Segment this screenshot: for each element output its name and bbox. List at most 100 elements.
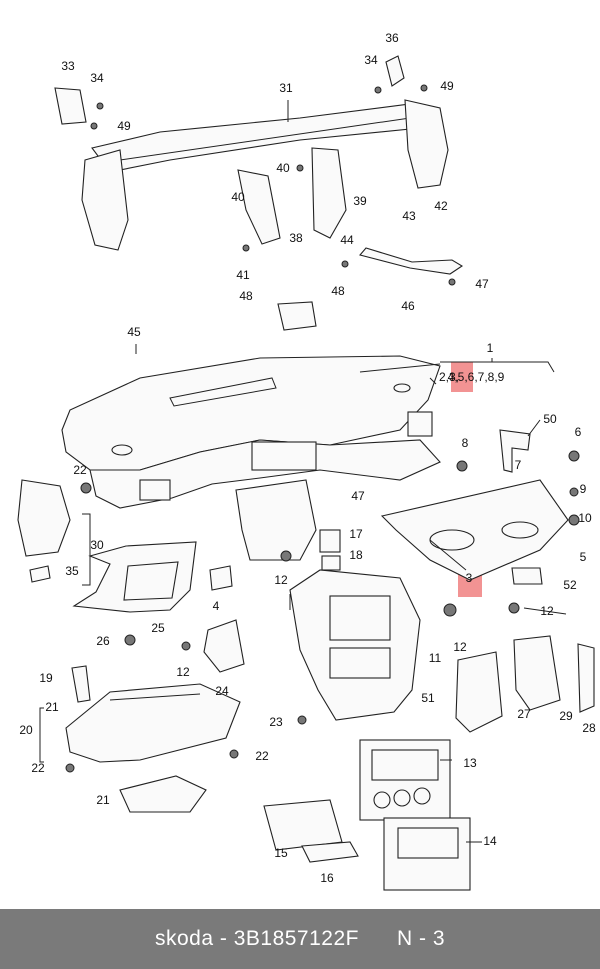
callout-label: 41 <box>236 268 250 282</box>
callout-label: 25 <box>151 621 165 635</box>
callout-label: 27 <box>517 707 531 721</box>
callout-label: 33 <box>61 59 75 73</box>
vent-15 <box>263 799 343 851</box>
side-panel-30 <box>17 479 71 557</box>
callout-label: 52 <box>563 578 577 592</box>
dashboard-assembly <box>61 355 441 561</box>
callout-label: 22 <box>73 463 87 477</box>
callout-label: 18 <box>349 548 363 562</box>
callout-label: 11 <box>429 651 442 665</box>
callout-label: 19 <box>39 671 53 685</box>
callout-label: 16 <box>320 871 334 885</box>
glove-box-assembly <box>380 429 595 733</box>
center-console-parts <box>263 529 471 891</box>
callout-label: 42 <box>434 199 448 213</box>
callout-label: 8 <box>462 436 469 450</box>
highlight-box-2-3 <box>451 362 473 392</box>
callout-label: 22 <box>31 761 45 775</box>
callout-label: 12 <box>274 573 288 587</box>
footer-brand: skoda <box>154 927 214 950</box>
callout-label: 5 <box>580 550 587 564</box>
callout-label: 1 <box>487 341 494 355</box>
callout-label: 49 <box>117 119 131 133</box>
callout-label: 44 <box>340 233 354 247</box>
callout-label: 13 <box>463 756 477 770</box>
upper-left-mount <box>54 87 87 125</box>
center-support-39 <box>311 147 347 239</box>
callout-label: 47 <box>351 489 365 503</box>
callout-label: 7 <box>515 458 522 472</box>
callout-label: 43 <box>402 209 416 223</box>
callout-label: 22 <box>255 749 269 763</box>
callout-label: 49 <box>440 79 454 93</box>
footer-page: N - 3 <box>397 927 446 950</box>
callout-label: 34 <box>90 71 104 85</box>
callout-label: 36 <box>385 31 399 45</box>
callout-label: 14 <box>483 834 497 848</box>
lighter-52 <box>511 567 543 585</box>
callout-label: 50 <box>543 412 557 426</box>
latch-19 <box>71 665 91 703</box>
switch-panel-27 <box>513 635 561 711</box>
center-support-38 <box>237 169 281 245</box>
relay-block-48 <box>277 301 317 331</box>
callout-label: 2,3, <box>439 370 459 384</box>
clip-35 <box>29 565 51 583</box>
callout-label: 9 <box>580 482 587 496</box>
callout-label: 40 <box>231 190 245 204</box>
glove-box-20 <box>65 683 241 763</box>
trim-51 <box>455 651 503 733</box>
left-bracket <box>81 149 129 251</box>
callout-label: 21 <box>45 700 59 714</box>
upper-right-mount <box>385 55 405 87</box>
callout-label: 20 <box>19 723 33 737</box>
callout-label: 47 <box>475 277 489 291</box>
callout-label: 21 <box>96 793 110 807</box>
callout-label: 38 <box>289 231 303 245</box>
footer-bar: skoda - 3B1857122F N - 3 <box>0 909 600 969</box>
callout-label: 12 <box>176 665 190 679</box>
callout-label: 3 <box>466 571 473 585</box>
callout-label: 23 <box>269 715 283 729</box>
callout-label: 26 <box>96 634 110 648</box>
footer-spacer <box>359 927 397 951</box>
callout-label: 45 <box>127 325 141 339</box>
callout-label: 10 <box>578 511 592 525</box>
callout-label: 48 <box>239 289 253 303</box>
callout-label: 12 <box>453 640 467 654</box>
callout-label: 29 <box>559 709 573 723</box>
callout-label: 40 <box>276 161 290 175</box>
trim-18 <box>321 555 341 571</box>
glove-box-lid-7 <box>380 479 569 581</box>
callout-label: 4 <box>213 599 220 613</box>
cross-member-assembly <box>54 55 464 331</box>
callout-label: 24 <box>215 684 229 698</box>
mat-16 <box>301 841 359 863</box>
lower-glovebox <box>65 665 241 813</box>
console-bracket-11 <box>289 569 421 721</box>
callout-label: 12 <box>540 604 554 618</box>
leader-lines <box>39 100 567 843</box>
callout-label: 6 <box>575 425 582 439</box>
callout-label: 48 <box>331 284 345 298</box>
left-parts <box>17 479 292 673</box>
dashboard-lower <box>89 439 441 509</box>
end-cap-28 <box>577 643 595 713</box>
cover-24 <box>203 619 245 673</box>
cross-member <box>91 103 431 173</box>
callout-label: 39 <box>353 194 367 208</box>
trim-17 <box>319 529 341 553</box>
callout-label: 31 <box>279 81 293 95</box>
center-console-frame-10 <box>235 479 317 561</box>
callout-label: 4,5,6,7,8,9 <box>448 370 505 384</box>
callout-label: 28 <box>582 721 596 735</box>
callout-label: 51 <box>421 691 435 705</box>
right-bracket <box>404 99 449 189</box>
footer-separator: - <box>213 927 234 950</box>
clip-4 <box>209 565 233 591</box>
lower-strut-46 <box>359 247 464 275</box>
callout-label: 15 <box>274 846 288 860</box>
footer-part-number: 3B1857122F <box>233 927 359 950</box>
